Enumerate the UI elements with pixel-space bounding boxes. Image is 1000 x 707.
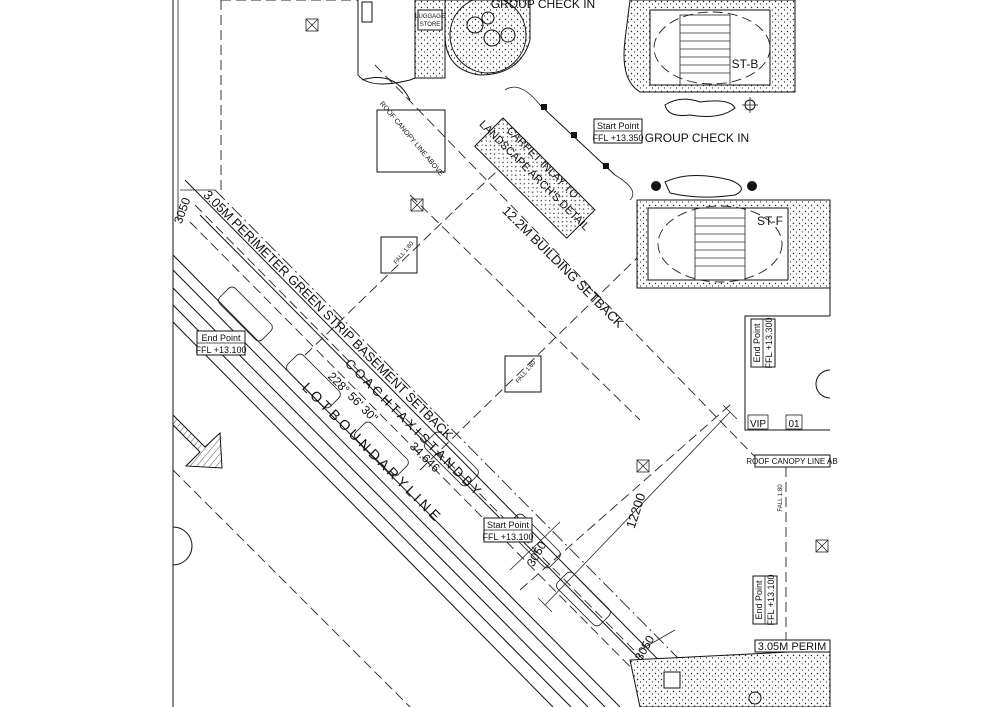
drainage-pits: [305, 18, 829, 553]
building-walls-top: LUGGAGE STORE: [357, 0, 531, 101]
perimeter-right-label: 3.05M PERIM: [758, 641, 826, 653]
stair-f-label: ST-F: [757, 214, 783, 228]
tree-symbol-partial: [172, 526, 193, 566]
level-title: End Point: [754, 580, 764, 620]
planter-entrance: [651, 174, 757, 198]
level-value: FFL +13.350: [593, 133, 644, 143]
level-start-point-top: Start Point FFL +13.350: [593, 118, 644, 144]
entrance-facade: [504, 86, 634, 201]
roof-canopy-right-label: ROOF CANOPY LINE AB: [746, 457, 837, 466]
dim-3050-c-label: 3050: [171, 195, 193, 225]
level-value: FFL +13.100: [483, 532, 534, 542]
road-lines: [172, 179, 706, 707]
coach-taxi-standby-label: C O A C H T A X I S T A N D B Y: [342, 356, 484, 498]
fall-square-1: FALL 1:80: [380, 236, 418, 274]
level-value: FFL +13.100: [196, 345, 247, 355]
dimension-12200: 12200: [537, 404, 738, 613]
road-edge: [172, 0, 179, 707]
perimeter-setback-line: [214, 0, 681, 661]
bottom-paving: 3.05M PERIM: [629, 639, 831, 707]
level-title: Start Point: [597, 121, 640, 131]
stair-b-block: ST-B: [623, 0, 796, 93]
fall-square-2: FALL 1:80: [504, 355, 542, 393]
roof-canopy-square: ROOF CANOPY LINE ABOVE: [376, 100, 446, 178]
level-end-point-left: End Point FFL +13.100: [196, 330, 247, 356]
vip-label: VIP: [750, 419, 766, 430]
traffic-direction-arrow: [172, 413, 223, 469]
stair-f-block: ST-F: [636, 199, 831, 289]
level-value: FFL +13.100: [766, 575, 776, 626]
level-end-point-bottom: End Point FFL +13.100: [752, 575, 778, 626]
level-value: FFL +13.300: [764, 318, 774, 369]
dim-12200-label: 12200: [623, 491, 648, 530]
luggage-store-label-2: STORE: [420, 22, 441, 28]
fall-label-3: FALL 1:80: [778, 484, 784, 512]
luggage-store-label-1: LUGGAGE: [415, 14, 445, 20]
level-end-point-right: End Point FFL +13.300: [750, 318, 776, 369]
fall-label-2: FALL 1:80: [515, 360, 537, 385]
group-check-in-label: GROUP CHECK IN: [645, 131, 749, 145]
coach-bays: [218, 286, 611, 627]
roof-canopy-right: ROOF CANOPY LINE AB FALL 1:80: [746, 454, 838, 640]
level-title: End Point: [201, 333, 241, 343]
level-title: Start Point: [487, 520, 530, 530]
level-title: End Point: [752, 323, 762, 363]
level-start-point-mid: Start Point FFL +13.100: [483, 517, 534, 543]
fall-label-1: FALL 1:80: [393, 241, 415, 266]
roof-canopy-label: ROOF CANOPY LINE ABOVE: [378, 100, 445, 177]
planter-top: [664, 97, 758, 117]
vip-room: VIP 01: [744, 315, 831, 431]
fall-grid-lines: [304, 149, 731, 591]
room-01-label: 01: [788, 419, 800, 430]
stair-b-label: ST-B: [732, 57, 759, 71]
group-check-in-top-label: GROUP CHECK IN: [491, 0, 595, 11]
